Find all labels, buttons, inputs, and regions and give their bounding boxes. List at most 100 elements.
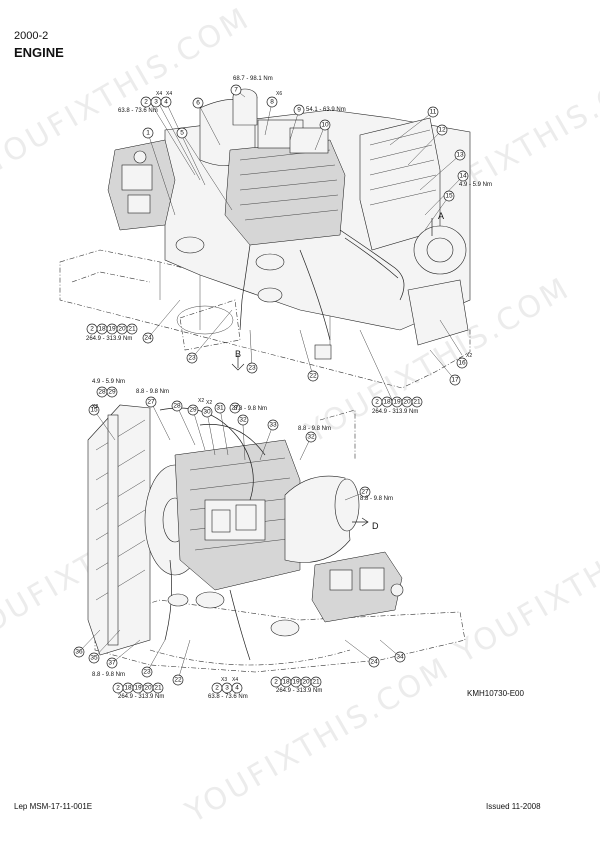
svg-text:X4: X4 [166, 91, 172, 97]
svg-text:16: 16 [458, 360, 466, 367]
callout-9: 9 [293, 104, 305, 116]
callout-23: 23 [141, 666, 153, 678]
callout-27b: 27 [359, 486, 371, 498]
callout-group-left: 2 18 19 20 21 [86, 323, 138, 335]
svg-text:24: 24 [144, 335, 152, 342]
svg-text:35: 35 [90, 655, 98, 662]
svg-text:11: 11 [430, 109, 437, 116]
svg-text:15: 15 [445, 193, 453, 200]
torque-label: 54.1 - 63.9 Nm [306, 107, 346, 113]
svg-text:32: 32 [307, 434, 315, 441]
svg-text:29: 29 [108, 389, 116, 396]
top-torque-labels: 68.7 - 98.1 Nm 63.8 - 73.6 Nm 54.1 - 63.… [86, 76, 492, 415]
svg-text:X2: X2 [466, 353, 472, 359]
svg-text:4: 4 [164, 99, 168, 106]
callout-24: 24 [368, 656, 380, 668]
callout-37: 37 [106, 657, 118, 669]
top-leader-lines [147, 89, 464, 403]
top-engine-block [224, 139, 346, 246]
svg-text:23: 23 [248, 365, 256, 372]
svg-text:20: 20 [302, 679, 310, 686]
page-code: 2000-2 [14, 30, 49, 42]
callout-15: 15 [443, 190, 455, 202]
svg-text:X4: X4 [156, 91, 162, 97]
torque-label: 63.8 - 73.6 Nm [118, 108, 158, 114]
callout-8: 8 [266, 96, 278, 108]
callout-33: 33 [267, 419, 279, 431]
svg-text:2: 2 [144, 99, 148, 106]
callout-29b: 29 [187, 404, 199, 416]
callout-32: 32 [237, 414, 249, 426]
svg-text:D: D [372, 521, 379, 531]
callout-group-right: 2 18 19 20 21 [371, 396, 423, 408]
torque-label: 68.7 - 98.1 Nm [233, 76, 273, 82]
svg-text:19: 19 [393, 399, 401, 406]
svg-text:A: A [438, 211, 444, 221]
bottom-callout-bubbles: 28 29 15 27 28 29 30 31 32 33 32 27 22 2… [73, 386, 406, 694]
callout-5: 5 [176, 127, 188, 139]
torque-label: 264.9 - 313.9 Nm [372, 409, 418, 415]
svg-text:18: 18 [98, 326, 106, 333]
callout-16: 16 [456, 357, 468, 369]
svg-text:32: 32 [239, 417, 247, 424]
svg-text:27: 27 [147, 399, 155, 406]
callout-27c: 27 [229, 402, 241, 414]
callout-17: 17 [449, 374, 461, 386]
top-callout-bubbles: 1 2 3 4 5 6 7 8 9 10 11 12 13 14 15 16 1… [86, 84, 469, 408]
svg-text:12: 12 [438, 127, 446, 134]
top-engine-assembly [59, 88, 471, 389]
callout-4: 4 [160, 96, 172, 108]
callout-24: 24 [142, 332, 154, 344]
callout-23b: 23 [246, 362, 258, 374]
svg-text:37: 37 [108, 660, 116, 667]
svg-text:34: 34 [396, 654, 404, 661]
bottom-base-frame [94, 599, 466, 673]
svg-text:X2: X2 [198, 398, 204, 404]
callout-32b: 32 [305, 431, 317, 443]
callout-27: 27 [145, 396, 157, 408]
svg-text:27: 27 [361, 489, 369, 496]
callout-6: 6 [192, 97, 204, 109]
svg-text:24: 24 [370, 659, 378, 666]
svg-text:22: 22 [174, 677, 182, 684]
svg-text:22: 22 [309, 373, 317, 380]
svg-text:2: 2 [90, 326, 94, 333]
torque-label: 4.9 - 5.9 Nm [459, 182, 492, 188]
svg-text:2: 2 [274, 679, 278, 686]
callout-10: 10 [319, 119, 331, 131]
callout-29: 29 [106, 386, 118, 398]
callout-30: 30 [201, 406, 213, 418]
svg-text:17: 17 [451, 377, 459, 384]
page-title: ENGINE [14, 45, 64, 60]
issue-date: Issued 11-2008 [486, 802, 541, 811]
svg-text:6: 6 [196, 100, 200, 107]
torque-label: 8.8 - 9.8 Nm [234, 406, 267, 412]
svg-text:X6: X6 [276, 91, 282, 97]
svg-text:15: 15 [90, 407, 98, 414]
svg-text:28: 28 [173, 403, 181, 410]
callout-group-br: 2 18 19 20 21 [270, 676, 322, 688]
svg-text:19: 19 [134, 685, 142, 692]
svg-text:29: 29 [189, 407, 197, 414]
svg-text:14: 14 [459, 173, 467, 180]
torque-label: 8.8 - 9.8 Nm [360, 496, 393, 502]
top-base-frame [59, 249, 471, 389]
svg-text:10: 10 [321, 122, 329, 129]
manual-reference: Lep MSM-17-11-001E [14, 802, 93, 811]
callout-31: 31 [214, 402, 226, 414]
callout-11: 11 [427, 106, 439, 118]
callout-36: 36 [73, 646, 85, 658]
callout-35: 35 [88, 652, 100, 664]
callout-22: 22 [172, 674, 184, 686]
svg-text:1: 1 [146, 130, 150, 137]
svg-text:13: 13 [456, 152, 464, 159]
torque-label: 264.9 - 313.9 Nm [276, 688, 322, 694]
svg-text:36: 36 [75, 649, 83, 656]
svg-text:23: 23 [188, 355, 196, 362]
torque-label: 4.9 - 5.9 Nm [92, 379, 125, 385]
svg-text:18: 18 [124, 685, 132, 692]
svg-text:27: 27 [231, 405, 239, 412]
torque-label: 264.9 - 313.9 Nm [86, 336, 132, 342]
callout-3: 3 [150, 96, 162, 108]
